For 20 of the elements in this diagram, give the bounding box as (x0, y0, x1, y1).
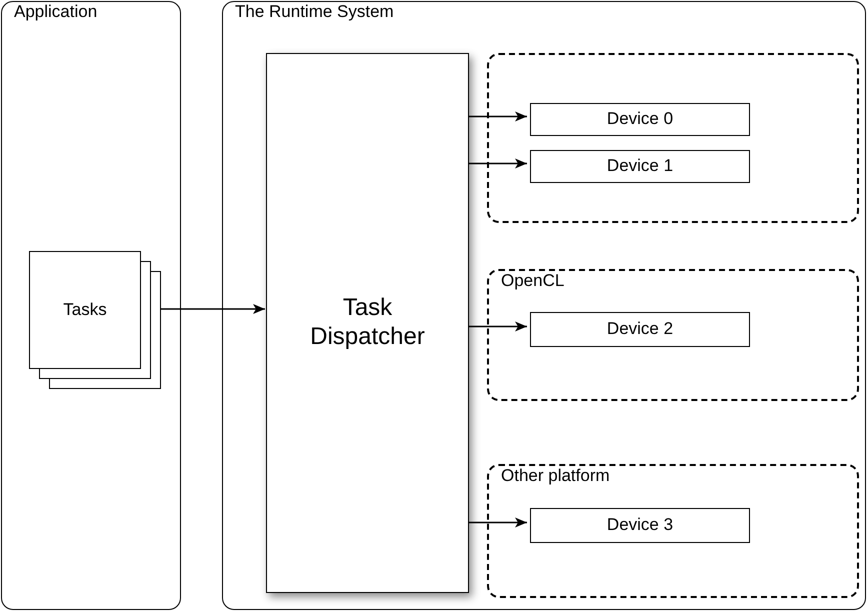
group-title: The Runtime System (235, 2, 394, 22)
arrow (468, 322, 527, 332)
device-box: Device 1 (530, 150, 750, 183)
task-card: Tasks (29, 251, 141, 369)
arrow (468, 112, 527, 122)
group-title: Other platform (501, 466, 610, 486)
platform-group (487, 269, 859, 401)
dispatcher-box: Task Dispatcher (266, 53, 469, 593)
device-box: Device 2 (530, 312, 750, 347)
arrow (160, 304, 265, 314)
group-title: Application (14, 2, 98, 22)
group-title: OpenCL (501, 271, 564, 291)
device-box: Device 0 (530, 103, 750, 136)
device-box: Device 3 (530, 508, 750, 543)
panel (222, 1, 866, 610)
platform-group (487, 53, 859, 223)
panel (1, 1, 181, 610)
arrow (468, 158, 527, 168)
arrow (468, 518, 527, 528)
platform-group (487, 464, 859, 598)
